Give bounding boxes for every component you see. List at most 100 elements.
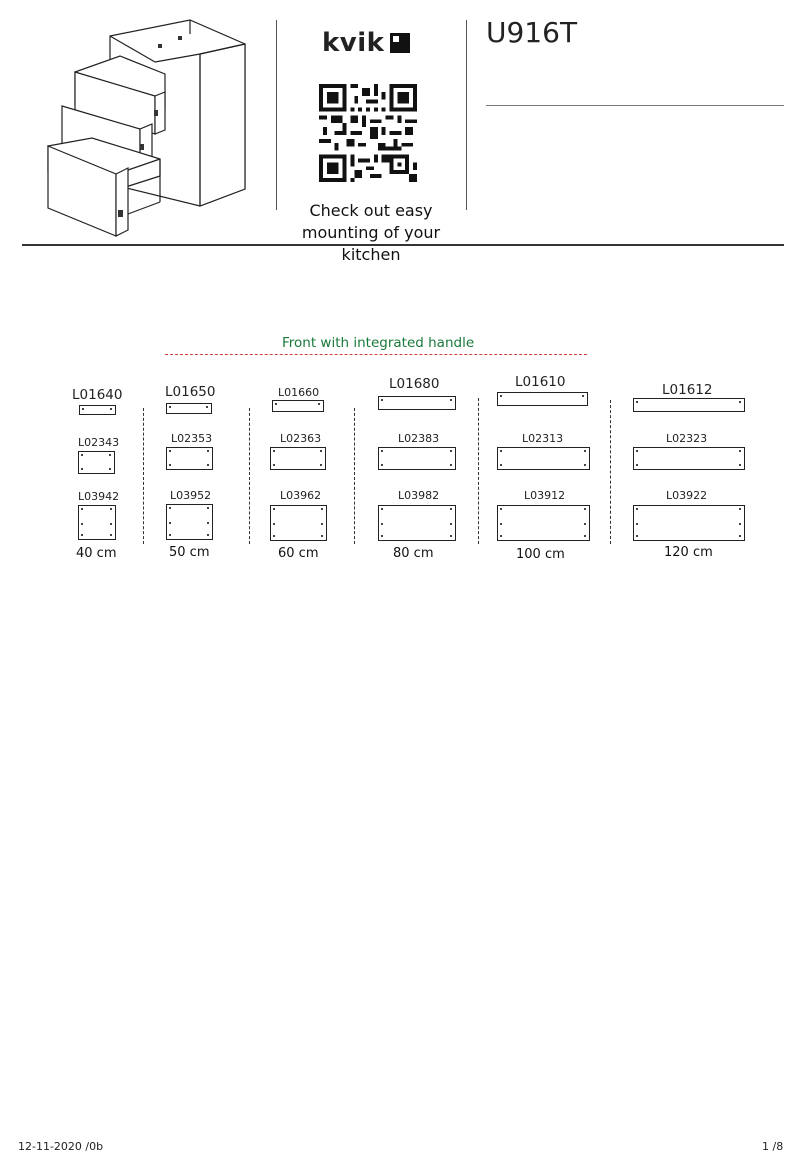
fixing-hole-mark (450, 523, 452, 525)
column-2-bottom-front (166, 504, 213, 540)
column-2-top-code: L01650 (165, 384, 216, 400)
fixing-hole-mark (584, 464, 586, 466)
column-1-width: 40 cm (76, 546, 117, 561)
fixing-hole-mark (381, 523, 383, 525)
header-rule (22, 244, 784, 246)
column-3-middle-code: L02363 (280, 432, 322, 445)
fixing-hole-mark (169, 522, 171, 524)
fixing-hole-mark (169, 406, 171, 408)
fixing-hole-mark (82, 408, 84, 410)
column-1-top-front (79, 405, 116, 415)
fixing-hole-mark (318, 403, 320, 405)
fixing-hole-mark (739, 508, 741, 510)
fixing-hole-mark (584, 508, 586, 510)
column-5-width: 100 cm (516, 547, 565, 562)
fixing-hole-mark (109, 454, 111, 456)
qr-code (319, 84, 417, 182)
column-6-width: 120 cm (664, 545, 713, 560)
fixing-hole-mark (169, 507, 171, 509)
column-4-middle-front (378, 447, 456, 470)
fixing-hole-mark (273, 508, 275, 510)
column-divider-4 (478, 398, 479, 544)
column-3-width: 60 cm (278, 546, 319, 561)
fixing-hole-mark (739, 401, 741, 403)
brand-name: kvik (322, 28, 385, 58)
fixing-hole-mark (321, 523, 323, 525)
column-4-bottom-front (378, 505, 456, 541)
fixing-hole-mark (500, 464, 502, 466)
column-4-middle-code: L02383 (398, 432, 440, 445)
fixing-hole-mark (273, 450, 275, 452)
column-6-bottom-code: L03922 (666, 489, 708, 502)
column-1-bottom-front (78, 505, 116, 540)
fixing-hole-mark (169, 450, 171, 452)
fixing-hole-mark (636, 523, 638, 525)
fixing-hole-mark (320, 450, 322, 452)
fixing-hole-mark (110, 523, 112, 525)
fixing-hole-mark (207, 464, 209, 466)
fixing-hole-mark (636, 508, 638, 510)
column-6-middle-code: L02323 (666, 432, 708, 445)
brand-square-icon (390, 33, 411, 53)
fixing-hole-mark (450, 464, 452, 466)
column-2-middle-code: L02353 (171, 432, 213, 445)
fixing-hole-mark (582, 395, 584, 397)
section-title-dashed-line (165, 354, 587, 355)
fixing-hole-mark (739, 450, 741, 452)
fixing-hole-mark (381, 399, 383, 401)
fixing-hole-mark (207, 522, 209, 524)
fixing-hole-mark (636, 464, 638, 466)
fixing-hole-mark (109, 468, 111, 470)
drawer-cabinet-illustration (47, 19, 246, 237)
fixing-hole-mark (450, 399, 452, 401)
column-4-top-front (378, 396, 456, 410)
fixing-hole-mark (275, 403, 277, 405)
header-divider-left (276, 20, 277, 210)
column-divider-1 (143, 408, 144, 544)
fixing-hole-mark (500, 523, 502, 525)
column-6-middle-front (633, 447, 745, 470)
fixing-hole-mark (636, 535, 638, 537)
fixing-hole-mark (584, 450, 586, 452)
column-5-bottom-code: L03912 (524, 489, 566, 502)
column-5-top-code: L01610 (515, 374, 566, 390)
fixing-hole-mark (273, 464, 275, 466)
footer-page-number: 1 /8 (762, 1140, 784, 1153)
fixing-hole-mark (110, 408, 112, 410)
model-number: U916T (486, 16, 578, 49)
fixing-hole-mark (381, 508, 383, 510)
fixing-hole-mark (81, 454, 83, 456)
column-1-middle-code: L02343 (78, 436, 120, 449)
fixing-hole-mark (207, 450, 209, 452)
fixing-hole-mark (381, 450, 383, 452)
column-2-top-front (166, 403, 212, 414)
column-4-bottom-code: L03982 (398, 489, 440, 502)
model-underline (486, 105, 784, 106)
column-2-width: 50 cm (169, 545, 210, 560)
column-5-middle-code: L02313 (522, 432, 564, 445)
fixing-hole-mark (636, 401, 638, 403)
fixing-hole-mark (273, 535, 275, 537)
fixing-hole-mark (739, 523, 741, 525)
fixing-hole-mark (584, 523, 586, 525)
fixing-hole-mark (739, 535, 741, 537)
column-4-width: 80 cm (393, 546, 434, 561)
fixing-hole-mark (381, 464, 383, 466)
fixing-hole-mark (207, 534, 209, 536)
column-1-top-code: L01640 (72, 387, 123, 403)
fixing-hole-mark (321, 535, 323, 537)
fixing-hole-mark (169, 464, 171, 466)
fixing-hole-mark (320, 464, 322, 466)
column-1-middle-front (78, 451, 115, 474)
footer-date: 12-11-2020 /0b (18, 1140, 104, 1153)
column-6-top-code: L01612 (662, 382, 713, 398)
fixing-hole-mark (273, 523, 275, 525)
column-3-middle-front (270, 447, 326, 470)
qr-caption-line-2: mounting of your kitchen (301, 223, 441, 264)
fixing-hole-mark (450, 508, 452, 510)
fixing-hole-mark (584, 535, 586, 537)
fixing-hole-mark (207, 507, 209, 509)
column-4-top-code: L01680 (389, 376, 440, 392)
fixing-hole-mark (636, 450, 638, 452)
column-divider-3 (354, 408, 355, 544)
